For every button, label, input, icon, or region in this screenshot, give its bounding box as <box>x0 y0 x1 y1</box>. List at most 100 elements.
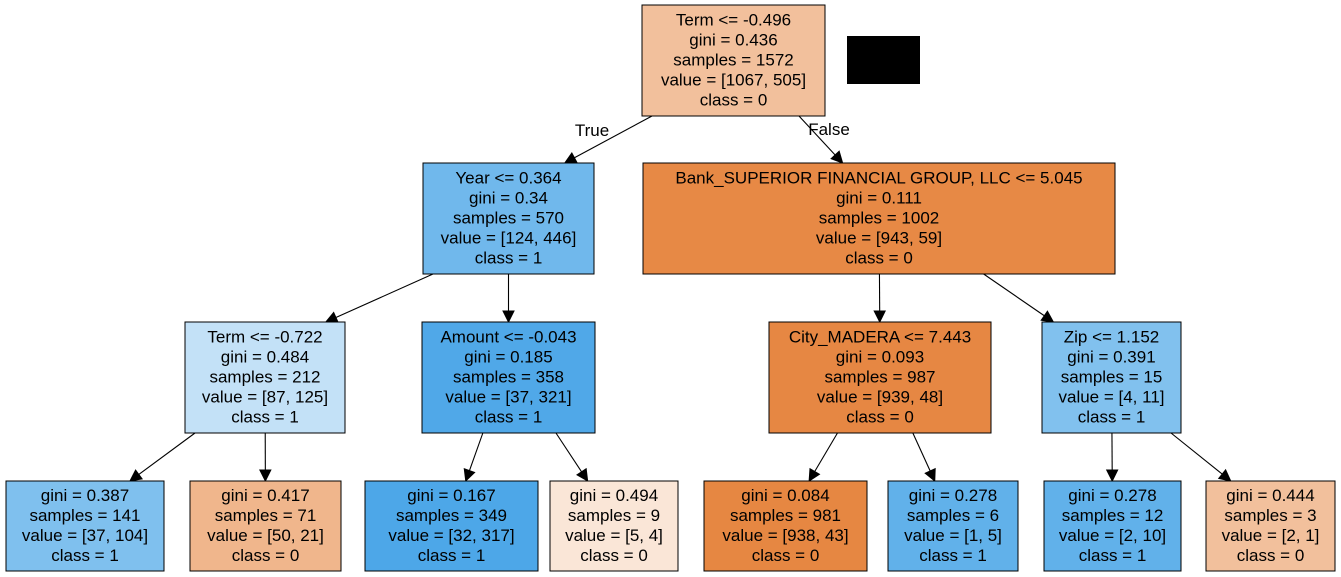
tree-edge <box>1105 432 1119 483</box>
tree-edge <box>555 432 589 482</box>
edge-line <box>335 273 434 319</box>
node-line: value = [2, 1] <box>1222 526 1320 545</box>
tree-edge <box>259 432 272 483</box>
node-line: value = [87, 125] <box>202 388 328 407</box>
node-line: gini = 0.278 <box>909 486 997 505</box>
node-line: gini = 0.484 <box>221 348 309 367</box>
node-box <box>5 480 165 572</box>
node-line: gini = 0.444 <box>1226 486 1314 505</box>
node-line: gini = 0.417 <box>221 486 309 505</box>
node-box <box>549 480 679 572</box>
node-line: gini = 0.34 <box>469 189 548 208</box>
node-line: Term <= -0.496 <box>676 11 791 30</box>
node-line: gini = 0.093 <box>836 348 924 367</box>
node-line: gini = 0.111 <box>836 189 922 208</box>
node-line: value = [943, 59] <box>816 229 942 248</box>
node-line: gini = 0.167 <box>407 486 495 505</box>
tree-edge <box>129 432 196 482</box>
edge-line <box>555 432 583 473</box>
node-line: samples = 1002 <box>819 209 940 228</box>
edge-line <box>1170 432 1223 475</box>
node-line: samples = 9 <box>568 506 660 525</box>
node-line: value = [2, 10] <box>1059 526 1166 545</box>
node-line: Amount <= -0.043 <box>440 328 576 347</box>
node-box <box>184 321 346 434</box>
node-line: samples = 6 <box>907 506 999 525</box>
node-line: class = 1 <box>418 546 486 565</box>
tree-edge <box>983 273 1055 323</box>
arrow-head <box>1105 469 1119 483</box>
node-line: samples = 141 <box>29 506 140 525</box>
node-line: Term <= -0.722 <box>207 328 322 347</box>
node-box <box>703 480 868 572</box>
arrow-head <box>873 310 886 324</box>
node-line: gini = 0.084 <box>741 486 829 505</box>
arrow-head <box>1217 468 1232 482</box>
node-line: gini = 0.436 <box>689 31 777 50</box>
tree-edge <box>1170 432 1232 482</box>
node-line: class = 1 <box>919 546 987 565</box>
node-line: class = 0 <box>580 546 648 565</box>
edge-line <box>983 273 1045 317</box>
node-box <box>364 480 539 572</box>
node-box <box>768 321 992 434</box>
arrow-head <box>576 467 589 482</box>
node-line: value = [37, 321] <box>445 388 571 407</box>
tree-edge: False <box>798 115 850 164</box>
node-line: value = [32, 317] <box>388 526 514 545</box>
arrow-head <box>463 468 476 483</box>
edge-label-false: False <box>808 120 850 139</box>
node-box <box>422 162 595 275</box>
arrow-head <box>129 469 143 482</box>
node-line: value = [37, 104] <box>22 526 148 545</box>
node-line: City_MADERA <= 7.443 <box>789 328 971 347</box>
node-line: samples = 1572 <box>673 51 794 70</box>
node-line: class = 0 <box>232 546 300 565</box>
node-box <box>189 480 342 572</box>
redaction-box <box>847 36 920 84</box>
arrow-head <box>924 467 936 483</box>
node-line: Bank_SUPERIOR FINANCIAL GROUP, LLC <= 5.… <box>675 169 1082 188</box>
node-line: samples = 570 <box>453 209 564 228</box>
node-line: class = 0 <box>752 546 820 565</box>
node-box <box>887 480 1019 572</box>
arrow-head <box>502 310 515 324</box>
node-line: Year <= 0.364 <box>455 169 561 188</box>
node-box <box>1043 480 1182 572</box>
node-line: gini = 0.494 <box>570 486 658 505</box>
node-line: gini = 0.185 <box>464 348 552 367</box>
node-line: class = 1 <box>1078 408 1146 427</box>
edge-line <box>468 432 484 471</box>
node-line: value = [938, 43] <box>722 526 848 545</box>
node-line: class = 1 <box>475 249 543 268</box>
node-line: class = 0 <box>1237 546 1305 565</box>
node-line: value = [1067, 505] <box>661 71 806 90</box>
edge-line <box>798 115 836 156</box>
node-line: samples = 12 <box>1062 506 1164 525</box>
arrow-head <box>259 469 272 483</box>
arrow-head <box>830 150 844 164</box>
tree-node: Bank_SUPERIOR FINANCIAL GROUP, LLC <= 5.… <box>642 162 1116 275</box>
tree-edge <box>912 432 936 483</box>
node-line: samples = 981 <box>730 506 841 525</box>
node-line: class = 1 <box>51 546 119 565</box>
node-line: samples = 349 <box>396 506 507 525</box>
arrow-head <box>324 311 339 324</box>
arrow-head <box>1040 310 1055 323</box>
node-line: Zip <= 1.152 <box>1064 328 1159 347</box>
node-line: gini = 0.278 <box>1068 486 1156 505</box>
node-line: class = 1 <box>1079 546 1147 565</box>
